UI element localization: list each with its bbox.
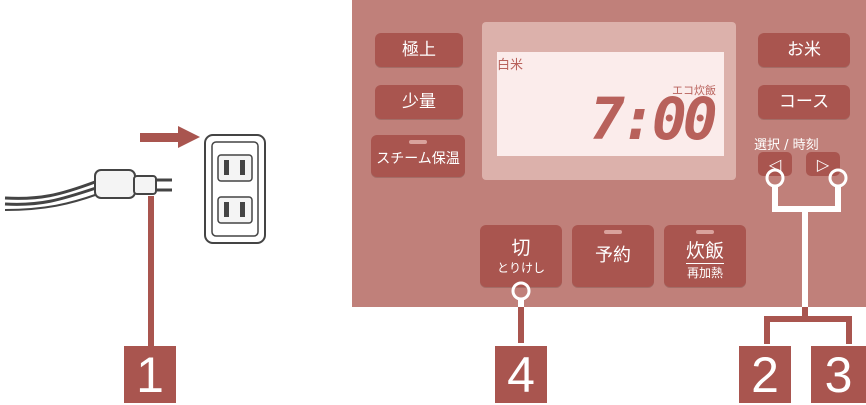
left-arrow-icon: ◁ xyxy=(768,154,782,174)
cook-sublabel: 再加熱 xyxy=(686,265,723,280)
shouryou-label: 少量 xyxy=(402,91,436,112)
step-3-number: 3 xyxy=(824,346,853,403)
step-2-badge: 2 xyxy=(739,346,791,403)
shouryou-button[interactable]: 少量 xyxy=(375,85,463,119)
step-2-number: 2 xyxy=(751,346,779,403)
step-4-number: 4 xyxy=(507,346,535,403)
lcd-screen xyxy=(497,52,724,156)
step-3-badge: 3 xyxy=(811,346,866,403)
steam-label: スチーム保温 xyxy=(376,151,460,167)
cancel-button[interactable]: 切 とりけし xyxy=(480,225,562,287)
cook-button[interactable]: 炊飯 再加熱 xyxy=(664,225,746,287)
select-right-button[interactable]: ▷ xyxy=(806,152,840,176)
cancel-label: 切 xyxy=(511,236,531,259)
plug-outlet-illustration xyxy=(4,126,266,346)
gokujo-button[interactable]: 極上 xyxy=(375,33,463,67)
step-1-number: 1 xyxy=(136,346,164,403)
step-1-badge: 1 xyxy=(124,346,176,403)
gokujo-label: 極上 xyxy=(402,39,436,60)
course-label: コース xyxy=(778,91,830,112)
select-left-button[interactable]: ◁ xyxy=(758,152,792,176)
lcd-mode-text: 白米 xyxy=(497,58,524,73)
cook-led xyxy=(696,230,714,234)
cancel-sublabel: とりけし xyxy=(496,260,545,275)
reserve-led xyxy=(604,230,622,234)
cook-label: 炊飯 xyxy=(685,239,724,264)
right-arrow-icon: ▷ xyxy=(816,154,830,174)
select-time-label: 選択 / 時刻 xyxy=(754,138,819,153)
course-button[interactable]: コース xyxy=(758,85,850,119)
lcd-time-display: 7:00 xyxy=(590,85,718,153)
okome-button[interactable]: お米 xyxy=(758,33,850,67)
steam-led xyxy=(409,140,427,144)
steam-keep-warm-button[interactable]: スチーム保温 xyxy=(371,135,465,177)
okome-label: お米 xyxy=(787,39,821,60)
lcd-submode-text: エコ炊飯 xyxy=(672,84,716,97)
reserve-button[interactable]: 予約 xyxy=(572,225,654,287)
reserve-label: 予約 xyxy=(595,245,631,266)
step-4-badge: 4 xyxy=(495,346,547,403)
